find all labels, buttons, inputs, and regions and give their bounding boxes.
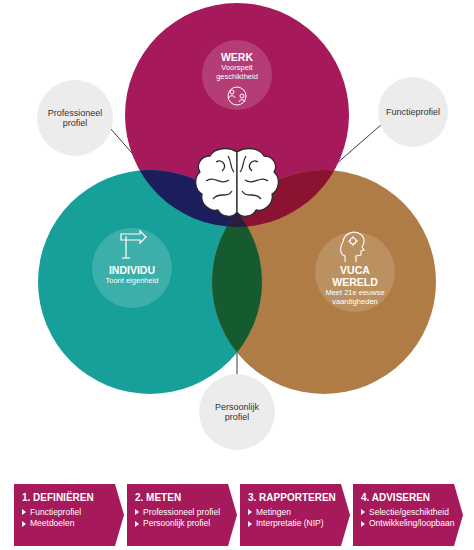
vuca-label-circle: VUCA WERELDMeet 21e eeuwse vaardigheden bbox=[315, 232, 395, 312]
circle-fill bbox=[199, 374, 275, 450]
node-content: 2. METEN Professioneel profielPersoonlijk… bbox=[127, 484, 237, 546]
step-item: Selectie/geschiktheid bbox=[369, 508, 449, 518]
bullet-marker bbox=[361, 509, 365, 515]
brain-illustration bbox=[196, 149, 279, 217]
inner-circle bbox=[202, 40, 272, 110]
chevron-fill bbox=[127, 484, 237, 546]
step-heading: 1. DEFINIËREN bbox=[22, 492, 94, 504]
profile-circle: Persoonlijk profiel bbox=[199, 374, 275, 450]
node-content: WERKVoorspelt geschiktheid bbox=[202, 40, 272, 110]
circle-subtitle: Toont eigenheid bbox=[99, 277, 165, 286]
bullet-row: Professioneel profiel bbox=[135, 508, 225, 518]
step-item: Professioneel profiel bbox=[143, 508, 220, 518]
step-item: Functieprofiel bbox=[30, 508, 81, 518]
step-item: Metingen bbox=[256, 508, 291, 518]
head-gear-icon bbox=[341, 232, 364, 262]
node-content: 1. DEFINIËREN FunctieprofielMeetdoelen bbox=[14, 484, 124, 546]
signpost-icon bbox=[121, 231, 146, 258]
overlap-region bbox=[125, 3, 349, 227]
node-content: VUCA WERELDMeet 21e eeuwse vaardigheden bbox=[315, 232, 395, 312]
step-heading: 2. METEN bbox=[135, 492, 181, 504]
chevron-fill bbox=[14, 484, 124, 546]
profile-circle: Functieprofiel bbox=[378, 77, 448, 147]
bullet-marker bbox=[135, 509, 139, 515]
step-item: Meetdoelen bbox=[30, 519, 74, 529]
circle-fill bbox=[378, 77, 448, 147]
inner-circle bbox=[315, 232, 395, 312]
profile-circle: Professioneel profiel bbox=[37, 80, 113, 156]
werk-label-circle: WERKVoorspelt geschiktheid bbox=[202, 40, 272, 110]
node-content: Functieprofiel bbox=[378, 77, 448, 147]
node-content: 3. RAPPORTEREN MetingenInterpretatie (NIP… bbox=[240, 484, 350, 546]
node-content: INDIVIDUToont eigenheid bbox=[92, 228, 172, 308]
circle-outline bbox=[315, 232, 395, 312]
bullet-marker bbox=[135, 521, 139, 527]
step-box: 4. ADVISEREN Selectie/geschiktheidOntwikk… bbox=[353, 484, 463, 546]
circle-subtitle: Meet 21e eeuwse vaardigheden bbox=[321, 289, 389, 306]
people-icon bbox=[228, 87, 246, 105]
node-content: 4. ADVISEREN Selectie/geschiktheidOntwikk… bbox=[353, 484, 463, 546]
step-heading: 4. ADVISEREN bbox=[361, 492, 430, 504]
node-content: Persoonlijk profiel bbox=[199, 374, 275, 450]
circle-heading: INDIVIDU bbox=[99, 264, 165, 276]
step-box: 2. METEN Professioneel profielPersoonlijk… bbox=[127, 484, 237, 546]
step-heading: 3. RAPPORTEREN bbox=[248, 492, 336, 504]
bullet-marker bbox=[248, 521, 252, 527]
chevron-fill bbox=[240, 484, 350, 546]
step-box: 3. RAPPORTEREN MetingenInterpretatie (NIP… bbox=[240, 484, 350, 546]
bullet-row: Ontwikkeling/loopbaan bbox=[361, 519, 451, 529]
circle-outline bbox=[92, 228, 172, 308]
node-content: Professioneel profiel bbox=[37, 80, 113, 156]
chevron-fill bbox=[353, 484, 463, 546]
step-item: Interpretatie (NIP) bbox=[256, 519, 324, 529]
bullet-row: Meetdoelen bbox=[22, 519, 112, 529]
individu-label-circle: INDIVIDUToont eigenheid bbox=[92, 228, 172, 308]
circle-heading: WERK bbox=[206, 51, 268, 63]
circle-subtitle: Voorspelt geschiktheid bbox=[206, 64, 268, 81]
profile-label: Professioneel profiel bbox=[45, 108, 105, 129]
profile-label: Functieprofiel bbox=[386, 107, 440, 117]
bullet-row: Metingen bbox=[248, 508, 338, 518]
circle-heading: VUCA WERELD bbox=[321, 264, 389, 288]
bullet-marker bbox=[22, 509, 26, 515]
bullet-row: Functieprofiel bbox=[22, 508, 112, 518]
bullet-marker bbox=[22, 521, 26, 527]
circle-outline bbox=[202, 40, 272, 110]
bullet-marker bbox=[248, 509, 252, 515]
inner-circle bbox=[92, 228, 172, 308]
bullet-row: Persoonlijk profiel bbox=[135, 519, 225, 529]
circle-fill bbox=[37, 80, 113, 156]
bullet-row: Interpretatie (NIP) bbox=[248, 519, 338, 529]
step-box: 1. DEFINIËREN FunctieprofielMeetdoelen bbox=[14, 484, 124, 546]
bullet-row: Selectie/geschiktheid bbox=[361, 508, 451, 518]
step-item: Ontwikkeling/loopbaan bbox=[369, 519, 455, 529]
step-item: Persoonlijk profiel bbox=[143, 519, 210, 529]
profile-label: Persoonlijk profiel bbox=[207, 402, 267, 423]
bullet-marker bbox=[361, 521, 365, 527]
